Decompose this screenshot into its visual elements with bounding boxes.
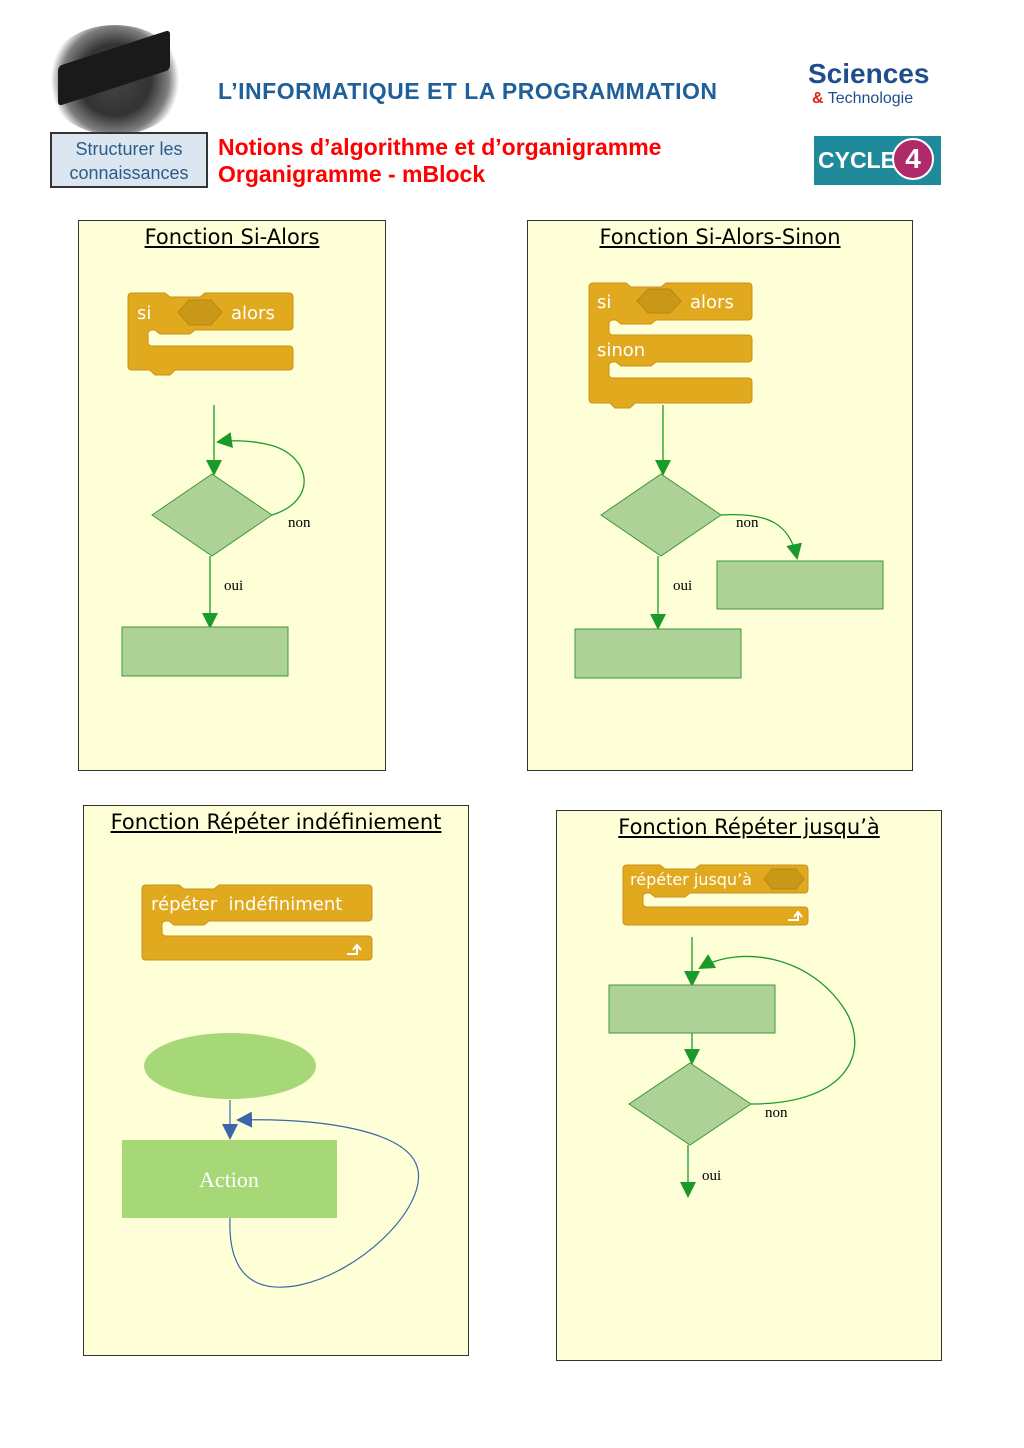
block-text-sinon: sinon [597,340,645,361]
repeter-indefiniment-block [141,884,373,961]
condition-slot [763,868,805,890]
block-text-si: si [137,303,151,324]
cycle-label: CYCLE [818,147,896,173]
section-tag: Structurer les connaissances [50,132,208,188]
loop-arrow [229,1111,420,1288]
block-text-repeter-jusqua: répéter jusqu’à [630,870,752,889]
action-rect [122,1140,337,1218]
condition-slot [636,288,682,314]
panel-title: Fonction Répéter jusqu’à [618,815,880,839]
decision-diamond [628,1062,752,1146]
loop-arrow [216,432,305,516]
start-ellipse [144,1033,316,1099]
block-text-alors: alors [231,303,275,324]
loop-arrow [698,954,856,1105]
flow-arrow [720,513,802,560]
cycle-number: 4 [892,138,934,180]
subtitle: Organigramme - mBlock [218,161,486,187]
block-text-alors: alors [690,292,734,313]
action-label: Action [199,1167,259,1192]
logo-tech-text: Technologie [827,90,914,107]
label-oui: oui [673,578,692,594]
tag-line: connaissances [69,163,189,183]
block-text-repeter: répéter indéfiniment [151,894,342,915]
action-rect [716,560,884,610]
repeter-jusqua-block [622,864,809,926]
action-rect [121,626,289,677]
logo-technologie: & Technologie [812,90,913,108]
label-non: non [736,515,759,531]
decision-diamond [600,473,722,557]
action-rect [608,984,776,1034]
tag-line: Structurer les [75,139,183,159]
logo-sciences: Sciences [808,58,930,89]
label-oui: oui [702,1168,721,1184]
action-rect [574,628,742,679]
label-non: non [288,515,311,531]
block-text-si: si [597,292,611,313]
panel-title: Fonction Répéter indéfiniement [110,810,442,834]
si-alors-block [127,292,294,376]
page-title: L’INFORMATIQUE ET LA PROGRAMMATION [218,78,718,104]
label-oui: oui [224,578,243,594]
decision-diamond [151,473,273,557]
logo-amp: & [812,90,824,107]
si-alors-sinon-block [588,282,753,409]
loop-arrow-icon [347,943,362,955]
condition-slot [177,299,223,326]
subtitle: Notions d’algorithme et d’organigramme [218,134,662,160]
loop-arrow-icon [788,910,803,921]
panel-title: Fonction Si-Alors-Sinon [599,225,841,249]
label-non: non [765,1105,788,1121]
panel-repeter-jusqua: Fonction Répéter jusqu’à [556,810,942,1361]
panel-title: Fonction Si-Alors [144,225,320,249]
